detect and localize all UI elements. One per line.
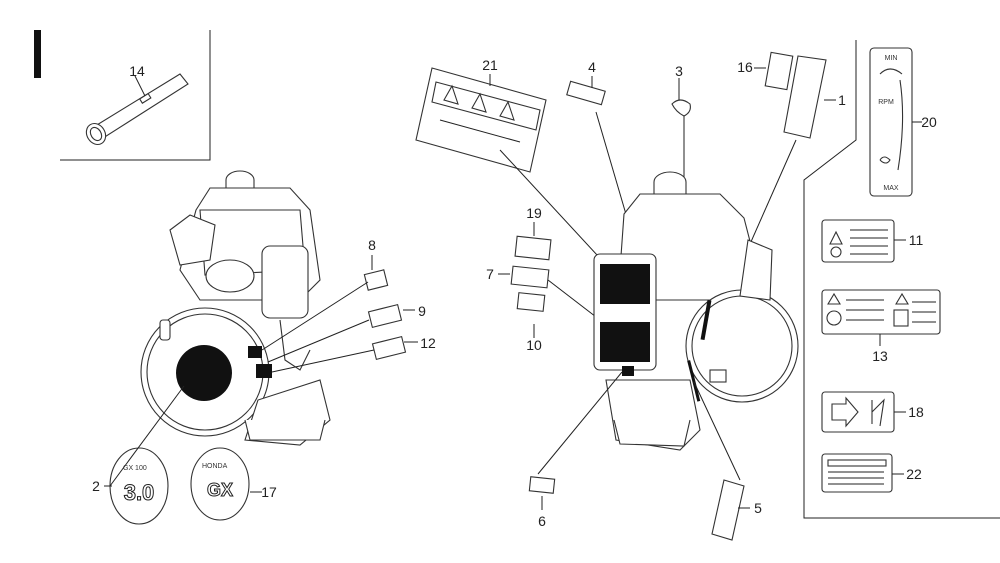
callout-8: 8	[368, 237, 376, 253]
callout-13: 13	[872, 348, 888, 364]
callout-21: 21	[482, 57, 498, 73]
label-18	[821, 391, 895, 433]
throttle-label: MIN RPM MAX	[869, 47, 913, 197]
decals-19-7-10	[510, 235, 552, 312]
callout-11: 11	[909, 232, 924, 248]
callout-4: 4	[588, 59, 596, 75]
decal-6	[528, 476, 556, 494]
tool-inset-frame	[60, 30, 211, 161]
throttle-rpm-text: RPM	[878, 99, 894, 106]
decal-1	[783, 55, 827, 139]
decal-3	[671, 99, 691, 117]
callout-5: 5	[754, 500, 762, 516]
callout-2: 2	[92, 478, 100, 494]
section-marker	[34, 30, 41, 78]
callout-18: 18	[908, 404, 924, 420]
throttle-min-text: MIN	[885, 55, 898, 62]
callout-14: 14	[129, 63, 145, 79]
callout-20: 20	[921, 114, 937, 130]
spark-plug-wrench	[85, 73, 189, 146]
throttle-max-text: MAX	[883, 185, 899, 192]
right-panel-frame	[803, 40, 1000, 519]
emblem-power-text: 3.0	[124, 480, 155, 505]
callout-16: 16	[737, 59, 753, 75]
engine-right	[593, 171, 799, 451]
warning-label-11	[821, 219, 895, 263]
callout-12: 12	[420, 335, 436, 351]
callout-22: 22	[906, 466, 922, 482]
svg-text:HONDA: HONDA	[202, 463, 228, 470]
svg-text:GX 100: GX 100	[123, 465, 147, 472]
callout-10: 10	[526, 337, 542, 353]
decal-16	[764, 51, 794, 91]
callout-6: 6	[538, 513, 546, 529]
emblem-decal-gx: HONDA GX	[190, 447, 250, 521]
decal-5	[711, 479, 745, 541]
label-22	[821, 453, 893, 493]
emblem-decal-power: GX 100 3.0	[109, 447, 169, 525]
decals-left-side	[363, 269, 407, 361]
emblem-gx-text: GX	[207, 480, 233, 500]
decal-4	[566, 80, 606, 106]
warning-label-large	[415, 67, 547, 173]
engine-left	[140, 170, 331, 446]
callout-19: 19	[526, 205, 542, 221]
callout-1: 1	[838, 92, 846, 108]
callout-9: 9	[418, 303, 426, 319]
warning-label-13	[821, 289, 941, 335]
callout-17: 17	[261, 484, 277, 500]
callout-7: 7	[486, 266, 494, 282]
callout-3: 3	[675, 63, 683, 79]
